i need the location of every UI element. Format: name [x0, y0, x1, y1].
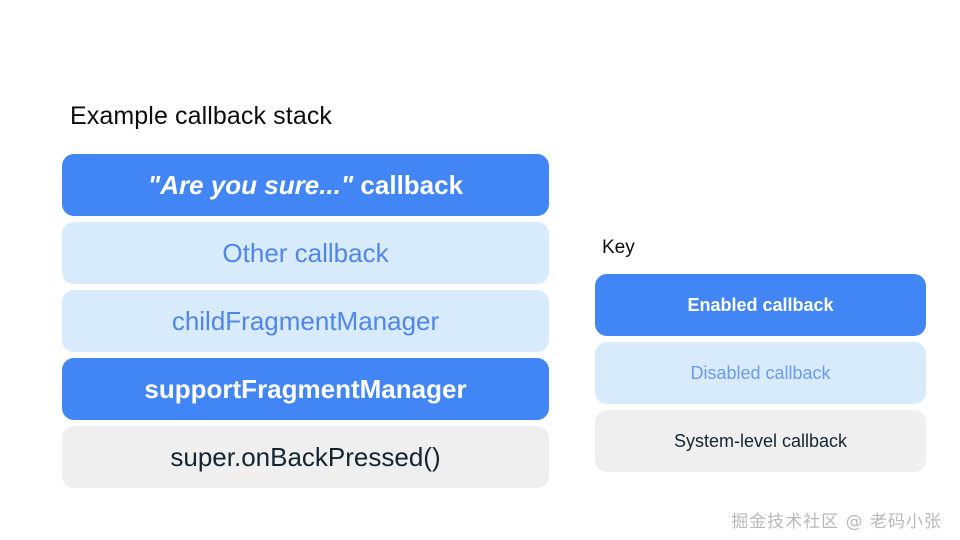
page-title: Example callback stack [70, 102, 333, 130]
key-item-label: Disabled callback [690, 363, 831, 383]
stack-row-label: childFragmentManager [171, 306, 440, 336]
key-legend-section: Key Enabled callback Disabled callback S… [595, 236, 926, 472]
stack-row-label: super.onBackPressed() [170, 442, 441, 472]
key-item-disabled-callback: Disabled callback [595, 342, 926, 404]
key-item-label: Enabled callback [687, 295, 834, 315]
key-legend-list: Enabled callback Disabled callback Syste… [595, 274, 926, 472]
stack-row-are-you-sure: "Are you sure..." callback [62, 154, 549, 216]
stack-row-label: "Are you sure..." callback [148, 172, 463, 198]
stack-row-super-on-back-pressed: super.onBackPressed() [62, 426, 549, 488]
callback-stack-section: Example callback stack "Are you sure..."… [62, 100, 549, 488]
key-title: Key [602, 237, 635, 258]
stack-row-support-fragment-manager: supportFragmentManager [62, 358, 549, 420]
stack-row-label: Other callback [222, 238, 389, 268]
stack-row-child-fragment-manager: childFragmentManager [62, 290, 549, 352]
stack-row-other-callback: Other callback [62, 222, 549, 284]
key-item-enabled-callback: Enabled callback [595, 274, 926, 336]
key-item-label: System-level callback [673, 431, 848, 451]
stack-row-plain-text: callback [353, 170, 464, 200]
stack-row-label: supportFragmentManager [144, 374, 467, 404]
watermark-text: 掘金技术社区 @ 老码小张 [731, 512, 942, 532]
key-item-system-level-callback: System-level callback [595, 410, 926, 472]
stack-row-quoted-text: "Are you sure..." [147, 170, 354, 200]
callback-stack-list: "Are you sure..." callback Other callbac… [62, 154, 549, 488]
